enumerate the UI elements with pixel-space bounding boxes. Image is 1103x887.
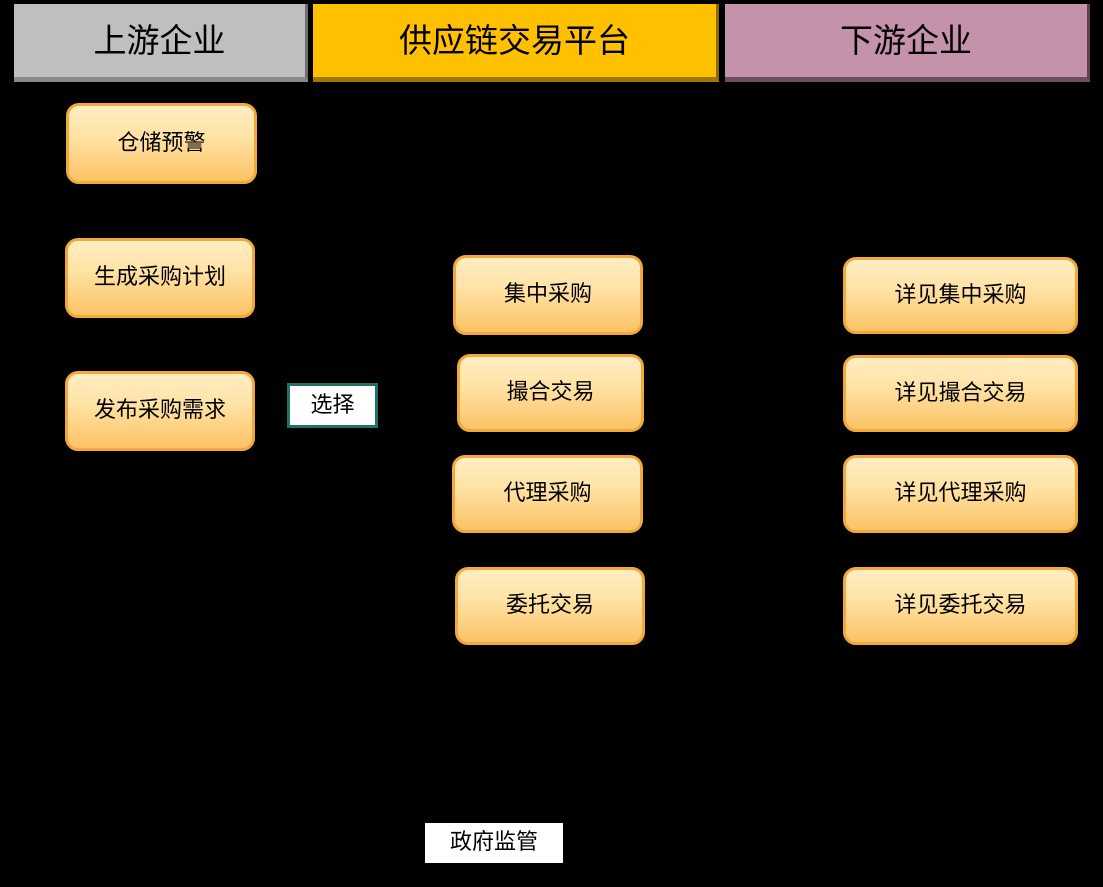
government-supervision-label: 政府监管 [449,830,538,855]
node-label: 详见代理采购 [894,481,1027,506]
node-label: 撮合交易 [506,380,595,405]
node-label: 详见集中采购 [894,282,1027,308]
node-see-matchmaking-trade: 详见撮合交易 [843,355,1078,432]
select-label: 选择 [310,392,355,418]
node-label: 集中采购 [503,282,592,307]
node-label: 仓储预警 [117,130,206,156]
node-matchmaking-trade: 撮合交易 [457,354,644,432]
node-see-centralized-procurement: 详见集中采购 [843,257,1078,334]
select-label-box: 选择 [287,383,378,428]
node-label: 详见委托交易 [894,593,1027,618]
node-label: 委托交易 [505,593,594,618]
node-see-agent-procurement: 详见代理采购 [843,455,1078,533]
node-entrusted-trade: 委托交易 [455,567,645,645]
node-generate-purchase-plan: 生成采购计划 [65,238,255,318]
node-agent-procurement: 代理采购 [452,455,643,533]
node-label: 代理采购 [503,481,592,506]
header-downstream-label: 下游企业 [840,21,972,60]
node-label: 发布采购需求 [93,398,226,423]
header-upstream-label: 上游企业 [93,21,226,60]
node-publish-purchase-demand: 发布采购需求 [65,371,255,451]
node-label: 生成采购计划 [93,265,226,290]
header-supply-chain-platform: 供应链交易平台 [313,4,719,82]
node-label: 详见撮合交易 [894,380,1027,406]
node-centralized-procurement: 集中采购 [453,255,643,335]
node-see-entrusted-trade: 详见委托交易 [843,567,1078,645]
government-supervision-label-box: 政府监管 [425,823,563,863]
header-upstream-enterprise: 上游企业 [14,4,308,82]
header-downstream-enterprise: 下游企业 [725,4,1090,82]
node-warehouse-warning: 仓储预警 [66,103,257,184]
header-platform-label: 供应链交易平台 [399,21,630,60]
